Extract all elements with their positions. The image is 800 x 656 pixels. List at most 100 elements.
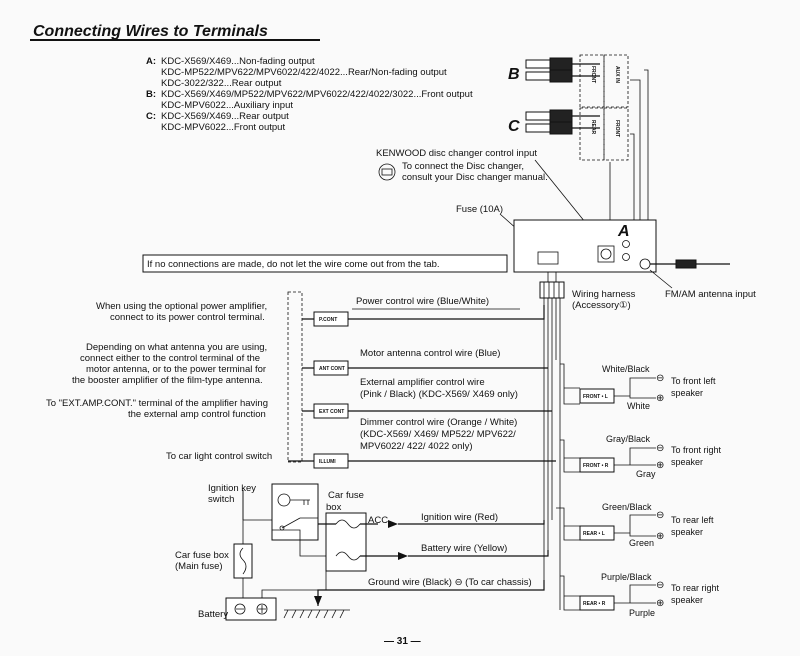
amp-note-1: When using the optional power amplifier,	[96, 301, 267, 312]
dim-wire-label-1: Dimmer control wire (Orange / White)	[360, 417, 517, 428]
front-right-text-1: To front right	[671, 445, 722, 455]
front-left-color-pair: White/Black	[602, 364, 650, 374]
model-c-line-2: KDC-MPV6022...Front output	[161, 122, 285, 133]
rear-left-plus: ⊕	[656, 531, 664, 542]
rear-left-color: Green	[629, 538, 654, 548]
tag-rear-left: REAR • L	[583, 531, 605, 537]
amp-note-2: connect to its power control terminal.	[110, 312, 265, 323]
note-icon	[378, 163, 396, 181]
tag-illumi: ILLUMI	[319, 459, 336, 465]
antenna-input-label: FM/AM antenna input	[665, 289, 756, 300]
model-a-line-2: KDC-MP522/MPV622/MPV6022/422/4022...Rear…	[161, 67, 447, 78]
rear-right-plus: ⊕	[656, 598, 664, 609]
ext-note-2: the external amp control function	[128, 409, 266, 420]
front-right-minus: ⊖	[656, 443, 664, 454]
power-wire-label: Power control wire (Blue/White)	[356, 296, 489, 307]
ext-wire-label-1: External amplifier control wire	[360, 377, 485, 388]
speaker-rear-right: REAR • R Purple/Black Purple ⊖ ⊕ To rear…	[560, 572, 720, 618]
ignition-switch-label-1: Ignition key	[208, 483, 256, 494]
ground-wire-label: Ground wire (Black) ⊖ (To car chassis)	[368, 577, 532, 588]
front-left-text-1: To front left	[671, 376, 716, 386]
rear-right-text-2: speaker	[671, 595, 703, 605]
front-left-plus: ⊕	[656, 393, 664, 404]
ignition-switch	[271, 483, 319, 541]
front-left-color: White	[627, 401, 650, 411]
page-title: Connecting Wires to Terminals	[33, 23, 268, 40]
rear-left-color-pair: Green/Black	[602, 502, 652, 512]
connector-a-label: A	[617, 223, 630, 240]
tag-pcont: P.CONT	[319, 317, 337, 323]
model-a-label: A:	[146, 56, 156, 67]
tag-antcont: ANT CONT	[319, 366, 345, 372]
illumi-note: To car light control switch	[166, 451, 272, 462]
antenna-note-3: motor antenna, or to the power terminal …	[86, 364, 266, 375]
model-a-line-1: KDC-X569/X469...Non-fading output	[161, 56, 315, 67]
battery	[225, 597, 277, 621]
disc-changer-title: KENWOOD disc changer control input	[376, 148, 537, 159]
warning-text: If no connections are made, do not let t…	[147, 259, 440, 270]
disc-changer-note-1: To connect the Disc changer,	[402, 161, 524, 172]
motor-wire-label: Motor antenna control wire (Blue)	[360, 348, 500, 359]
rear-left-text-2: speaker	[671, 527, 703, 537]
main-fuse-label-2: (Main fuse)	[175, 561, 223, 572]
connector-c-label: C	[508, 118, 520, 135]
rear-right-color-pair: Purple/Black	[601, 572, 652, 582]
model-b-line-1: KDC-X569/X469/MP522/MPV622/MPV6022/422/4…	[161, 89, 473, 100]
battery-label: Battery	[198, 609, 228, 620]
tag-front-left: FRONT • L	[583, 394, 608, 400]
terminal-ext-control: EXT CONT External amplifier control wire…	[302, 377, 552, 419]
car-fuse-label-1: Car fuse	[328, 490, 364, 501]
harness-label-2: (Accessory①)	[572, 300, 631, 311]
disc-changer-socket	[597, 245, 615, 263]
terminal-antenna-control: ANT CONT Motor antenna control wire (Blu…	[302, 348, 548, 376]
antenna-note-4: the booster amplifier of the film-type a…	[72, 375, 263, 386]
model-a-line-3: KDC-3022/322...Rear output	[161, 78, 282, 89]
dim-wire-label-3: MPV6022/ 422/ 4022 only)	[360, 441, 473, 452]
rca-rear-label: REAR	[590, 120, 596, 135]
battery-arrow	[398, 552, 408, 560]
terminal-power-control: P.CONT Power control wire (Blue/White)	[302, 296, 545, 327]
tag-extcont: EXT CONT	[319, 409, 344, 415]
rca-front2-label: FRONT	[614, 120, 620, 137]
model-b-line-2: KDC-MPV6022...Auxiliary input	[161, 100, 293, 111]
terminal-illumi: ILLUMI Dimmer control wire (Orange / Whi…	[288, 417, 556, 469]
battery-wire-label: Battery wire (Yellow)	[421, 543, 507, 554]
speaker-front-right: FRONT • R Gray/Black Gray ⊖ ⊕ To front r…	[560, 434, 722, 479]
front-right-color-pair: Gray/Black	[606, 434, 651, 444]
connector-b-label: B	[508, 66, 520, 83]
tag-rear-right: REAR • R	[583, 601, 606, 607]
front-right-plus: ⊕	[656, 460, 664, 471]
rca-cables	[609, 79, 641, 220]
warning-box	[142, 254, 508, 273]
front-right-color: Gray	[636, 469, 656, 479]
fuse-label: Fuse (10A)	[456, 204, 503, 215]
antenna-plug	[675, 259, 697, 269]
car-fuse-label-2: box	[326, 502, 342, 513]
ignition-switch-label-2: switch	[208, 494, 234, 505]
front-left-minus: ⊖	[656, 373, 664, 384]
front-left-text-2: speaker	[671, 388, 703, 398]
rear-right-text-1: To rear right	[671, 583, 720, 593]
fuse-socket	[537, 251, 559, 265]
tag-front-right: FRONT • R	[583, 463, 609, 469]
model-b-label: B:	[146, 89, 156, 100]
main-fuse	[233, 543, 253, 579]
rca-connector-c: C REAR FRONT	[508, 107, 629, 161]
speaker-front-left: FRONT • L White/Black White ⊖ ⊕ To front…	[560, 363, 716, 411]
car-fuse-box	[325, 512, 367, 572]
page-number: — 31 —	[384, 636, 421, 647]
disc-changer-note-2: consult your Disc changer manual.	[402, 172, 548, 183]
harness-label-1: Wiring harness	[572, 289, 636, 300]
terminal-tab-column	[287, 291, 303, 463]
rear-right-minus: ⊖	[656, 580, 664, 591]
model-list: A: KDC-X569/X469...Non-fading output KDC…	[146, 56, 473, 133]
speaker-rear-left: REAR • L Green/Black Green ⊖ ⊕ To rear l…	[556, 502, 714, 548]
rear-right-color: Purple	[629, 608, 655, 618]
acc-label: ACC	[368, 515, 388, 526]
rear-left-minus: ⊖	[656, 510, 664, 521]
ext-wire-label-2: (Pink / Black) (KDC-X569/ X469 only)	[360, 389, 518, 400]
rca-connector-b: B FRONT AUX IN	[508, 54, 629, 108]
model-c-line-1: KDC-X569/X469...Rear output	[161, 111, 289, 122]
main-fuse-label-1: Car fuse box	[175, 550, 229, 561]
ext-note-1: To "EXT.AMP.CONT." terminal of the ampli…	[46, 398, 268, 409]
